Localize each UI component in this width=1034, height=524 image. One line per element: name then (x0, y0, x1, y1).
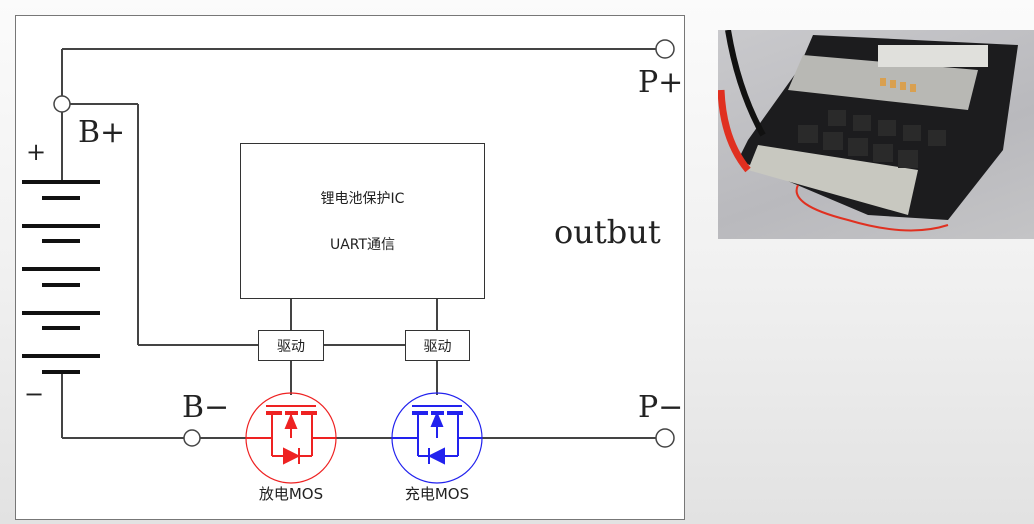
label-p-minus: P− (638, 390, 684, 425)
driver-box-charge: 驱动 (405, 330, 470, 361)
label-discharge-mos: 放电MOS (258, 485, 324, 503)
label-output: outbut (554, 213, 661, 251)
bms-board-photo (718, 30, 1034, 239)
charge-mosfet-symbol (391, 392, 483, 484)
label-charge-mos: 充电MOS (404, 485, 470, 503)
label-battery-plus: + (26, 138, 47, 166)
protection-ic-box: 锂电池保护IC UART通信 (240, 143, 485, 299)
ic-title: 锂电池保护IC (320, 191, 405, 207)
driver-box-discharge: 驱动 (258, 330, 324, 361)
label-p-plus: P+ (638, 65, 684, 100)
node-b-plus (53, 95, 71, 113)
terminal-p-plus (655, 39, 675, 59)
bms-board-image (718, 30, 1018, 232)
node-b-minus (183, 429, 201, 447)
label-b-plus: B+ (78, 115, 126, 150)
label-b-minus: B− (182, 390, 230, 425)
discharge-mosfet-symbol (245, 392, 337, 484)
battery-symbol (22, 180, 100, 374)
ic-subtitle: UART通信 (329, 237, 396, 253)
terminal-p-minus (655, 428, 675, 448)
label-battery-minus: − (24, 380, 45, 408)
